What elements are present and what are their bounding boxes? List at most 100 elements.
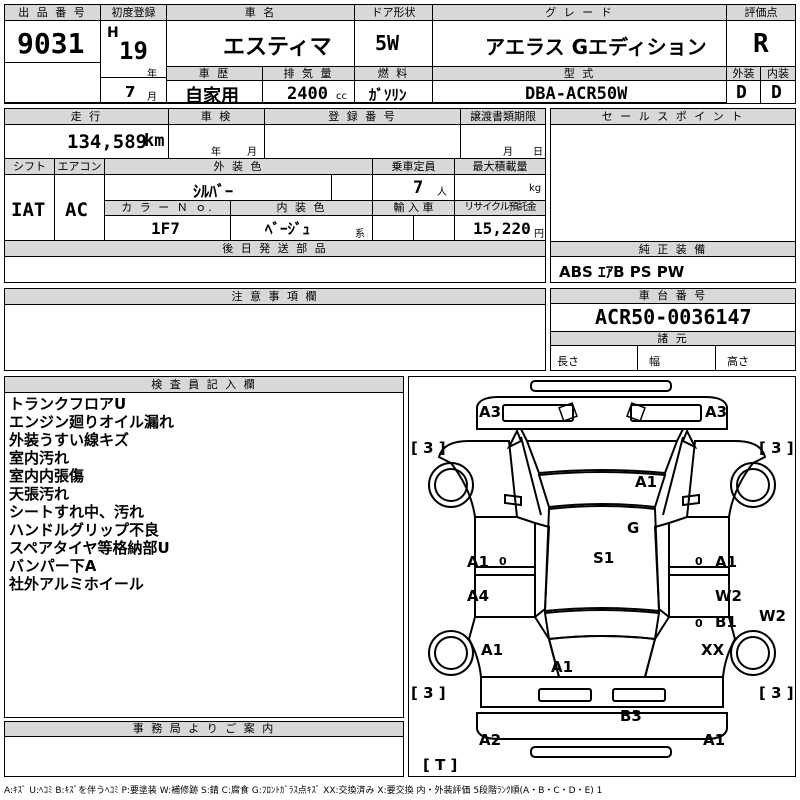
damage-mark-rear-left: A2	[479, 731, 501, 749]
recycle-label: リサイクル預託金	[455, 201, 545, 216]
rear-roof	[547, 635, 657, 678]
interior-color-unit: 系	[355, 229, 365, 240]
capacity-label: 乗車定員	[373, 159, 454, 175]
damage-mark-front-left: A3	[479, 403, 501, 421]
equipment: ABS ｴｱB PS PW	[559, 263, 685, 281]
interior-color-cell: 内 装 色 ﾍﾞｰｼﾞｭ 系	[231, 201, 373, 241]
damage-mark-tire-rr: [ 3 ]	[759, 684, 794, 702]
header-table: 出 品 番 号 9031 初度登録 H 19 年 7 月 車 名 エスティマ ド…	[4, 4, 796, 107]
rear-panel-upper	[480, 676, 724, 708]
inspector-remarks-label: 検 査 員 記 入 欄	[5, 377, 403, 393]
damage-mark-front-right: A3	[705, 403, 727, 421]
transfer-deadline-label: 譲渡書類期限	[461, 109, 545, 125]
fuel-label: 燃 料	[355, 67, 432, 81]
sales-point-box: セ ー ル ス ポ イ ン ト 純 正 装 備 ABS ｴｱB PS PW	[550, 108, 796, 283]
shift-label: シフト	[5, 159, 54, 175]
exterior-label: 外装	[727, 67, 760, 81]
exterior-color-label: 外 装 色	[105, 159, 372, 175]
displacement-cell: 排 気 量 2400 cc	[263, 67, 355, 104]
tail-light-right	[612, 688, 666, 702]
hood	[525, 440, 679, 475]
import-label: 輸 入 車	[373, 201, 454, 216]
inspector-remark-line: トランクフロアU	[9, 395, 127, 413]
rear-bumper-bottom	[530, 746, 672, 758]
tail-light-left	[538, 688, 592, 702]
damage-mark-front-door-right: A1	[715, 553, 737, 571]
recycle-unit: 円	[534, 229, 544, 240]
rear-window	[543, 609, 661, 641]
door-type: 5W	[375, 31, 400, 55]
capacity: 7	[413, 178, 424, 198]
score: R	[753, 29, 769, 59]
mileage-cell: 走 行 134,589 km	[5, 109, 169, 159]
car-name-label: 車 名	[167, 5, 354, 21]
shift-cell: シフト IAT	[5, 159, 55, 241]
transfer-month-unit: 月	[503, 147, 513, 158]
car-name: エスティマ	[223, 35, 332, 60]
inspector-remark-line: シートすれ中、汚れ	[9, 503, 145, 521]
mileage-label: 走 行	[5, 109, 168, 125]
damage-mark-hood: A1	[635, 473, 657, 491]
inspection-cell: 車 検 年 月	[169, 109, 265, 159]
left-front-door	[474, 516, 536, 618]
mileage-unit: km	[144, 131, 165, 151]
registration-number-label: 登 録 番 号	[265, 109, 460, 125]
right-front-door	[668, 516, 730, 618]
interior-color: ﾍﾞｰｼﾞｭ	[265, 220, 311, 238]
transfer-day-unit: 日	[533, 147, 543, 158]
score-cell: 評価点 R	[727, 5, 795, 67]
front-grille-left	[502, 404, 574, 422]
damage-mark-tire-fr: [ 3 ]	[759, 439, 794, 457]
import-cell: 輸 入 車	[373, 201, 455, 241]
damage-mark-door-mark-right-2: 0	[695, 617, 703, 630]
grade-label: グ レ ー ド	[433, 5, 726, 21]
model: DBA-ACR50W	[525, 84, 628, 104]
month-unit: 月	[147, 92, 157, 103]
score-label: 評価点	[727, 5, 795, 21]
shift: IAT	[11, 199, 46, 221]
recycle-cell: リサイクル預託金 15,220 円	[455, 201, 545, 241]
length-label: 長さ	[557, 355, 579, 368]
notes-label: 注 意 事 項 欄	[5, 289, 545, 305]
inspector-remark-line: 室内汚れ	[9, 449, 70, 467]
interior-label: 内装	[761, 67, 795, 81]
capacity-cell: 乗車定員 7 人	[373, 159, 455, 201]
damage-mark-spare: [ T ]	[423, 756, 457, 774]
inspector-remark-line: スペアタイヤ等格納部U	[9, 539, 170, 557]
front-bumper-top	[530, 380, 672, 392]
damage-mark-rear-door-left: A4	[467, 587, 489, 605]
history: 自家用	[185, 86, 239, 107]
grade: アエラス Gエディション	[485, 35, 707, 59]
damage-mark-windshield: G	[627, 519, 639, 537]
fuel-cell: 燃 料 ｶﾞｿﾘﾝ	[355, 67, 433, 104]
roof	[543, 505, 661, 613]
dims-label: 諸 元	[551, 331, 795, 346]
damage-mark-roof: S1	[593, 549, 614, 567]
year-unit: 年	[147, 69, 157, 80]
damage-mark-rear-door-right-1: W2	[715, 587, 742, 605]
recycle-fee: 15,220	[473, 219, 531, 238]
lot-number-label: 出 品 番 号	[5, 5, 100, 21]
damage-mark-tire-rl: [ 3 ]	[411, 684, 446, 702]
legend-text: A:ｷｽﾞ U:ﾍｺﾐ B:ｷｽﾞを伴うﾍｺﾐ P:要塗装 W:補修跡 S:錆 …	[4, 786, 603, 796]
damage-mark-door-mark-right-1: 0	[695, 555, 703, 568]
max-load-cell: 最大積載量 kg	[455, 159, 545, 201]
era: H	[107, 25, 119, 41]
damage-mark-tire-fl: [ 3 ]	[411, 439, 446, 457]
car-name-cell: 車 名 エスティマ	[167, 5, 355, 67]
inspector-remark-line: 室内内張傷	[9, 467, 85, 485]
later-parts-label: 後 日 発 送 部 品	[5, 241, 545, 257]
inspection-year-unit: 年	[211, 147, 221, 158]
front-right-fender	[685, 440, 767, 518]
exterior-grade: D	[736, 82, 747, 103]
damage-mark-side-right: W2	[759, 607, 786, 625]
width-label: 幅	[649, 355, 660, 368]
sales-point-label: セ ー ル ス ポ イ ン ト	[551, 109, 795, 125]
hood-front	[519, 428, 685, 442]
history-cell: 車 歴 自家用	[167, 67, 263, 107]
damage-mark-rear-roof: A1	[551, 658, 573, 676]
